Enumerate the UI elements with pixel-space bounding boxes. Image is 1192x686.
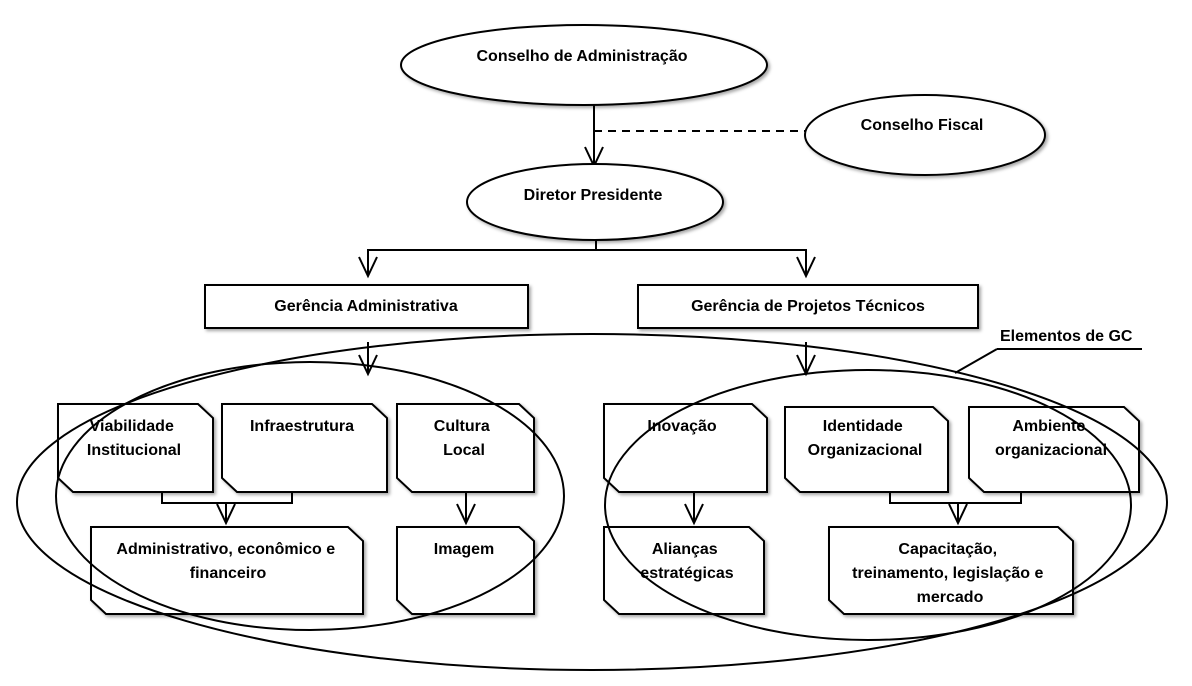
infraestrutura-label: Infraestrutura (250, 418, 354, 435)
gerencia-adm-label: Gerência Administrativa (274, 298, 458, 315)
arrowhead (358, 256, 378, 279)
cultura-line-2: Local (443, 442, 485, 459)
left-merge-connector (161, 492, 293, 504)
arrowhead (358, 354, 378, 377)
capacitacao-box (828, 526, 1074, 615)
identidade-line-2: Organizacional (808, 442, 923, 459)
administrativo-box (90, 526, 364, 615)
imagem-label: Imagem (434, 541, 494, 558)
administrativo-line-1: Administrativo, econômico e (116, 541, 335, 558)
inovacao-label: Inovação (647, 418, 717, 435)
ambiente-line-2: organizacional (995, 442, 1107, 459)
conselho-fiscal-label: Conselho Fiscal (861, 117, 984, 134)
aliancas-line-2: estratégicas (640, 565, 733, 582)
gc-right-ellipse (604, 369, 1132, 641)
viabilidade-label: Viabilidade Institucional (87, 418, 181, 459)
gc-left-ellipse (55, 361, 565, 631)
ambiente-box (968, 406, 1140, 493)
imagem-box (396, 526, 535, 615)
gerencia-proj-label: Gerência de Projetos Técnicos (691, 298, 925, 315)
gc-outer-ellipse (16, 333, 1168, 671)
diretor-label: Diretor Presidente (524, 187, 663, 204)
arrowhead (796, 256, 816, 279)
aliancas-line-1: Alianças (652, 541, 718, 558)
gerencia-proj-box (637, 284, 979, 329)
right-merge-connector (889, 492, 1022, 504)
administrativo-line-2: financeiro (190, 565, 267, 582)
arrowhead (948, 503, 968, 526)
elementos-gc-label: Elementos de GC (1000, 328, 1133, 345)
gc-callout-line (954, 348, 998, 374)
cultura-line-1: Cultura (434, 418, 490, 435)
capacitacao-label: Capacitação, treinamento, legislação e m… (852, 541, 1048, 606)
identidade-box (784, 406, 949, 493)
infraestrutura-box (221, 403, 388, 493)
viabilidade-line-2: Institucional (87, 442, 181, 459)
conselho-admin-node (400, 24, 768, 106)
diretor-branch-connector (367, 249, 807, 276)
arrowhead (216, 503, 236, 526)
conselho-fiscal-node (804, 94, 1046, 176)
capacitacao-line-2: treinamento, legislação e (852, 565, 1043, 582)
capacitacao-line-3: mercado (917, 589, 984, 606)
capacitacao-line-1: Capacitação, (898, 541, 997, 558)
inovacao-box (603, 403, 768, 493)
conselho-admin-label: Conselho de Administração (477, 48, 688, 65)
ambiente-line-1: Ambiente (1012, 418, 1085, 435)
administrativo-label: Administrativo, econômico e financeiro (116, 541, 339, 582)
identidade-line-1: Identidade (823, 418, 903, 435)
viabilidade-line-1: Viabilidade (90, 418, 174, 435)
aliancas-box (603, 526, 765, 615)
cultura-label: Cultura Local (434, 418, 494, 459)
ambiente-label: Ambiente organizacional (995, 418, 1107, 459)
arrowhead (456, 503, 476, 526)
cultura-box (396, 403, 535, 493)
arrowhead (684, 503, 704, 526)
gerencia-adm-box (204, 284, 529, 329)
identidade-label: Identidade Organizacional (808, 418, 923, 459)
aliancas-label: Alianças estratégicas (640, 541, 733, 582)
